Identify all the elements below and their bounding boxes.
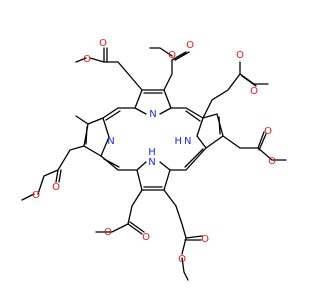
oxygen-atom-12: O: [104, 227, 112, 238]
oxygen-atom-13: O: [201, 234, 209, 245]
oxygen-atom-3: O: [186, 40, 194, 51]
nitrogen-h-atom-bottom: N: [148, 157, 155, 168]
oxygen-atom-9: O: [52, 182, 60, 193]
oxygen-atom-5: O: [236, 50, 244, 61]
oxygen-atom-4: O: [168, 50, 176, 61]
bond-network: [21, 47, 287, 281]
hydrogen-atom-bottom: H: [148, 147, 156, 158]
oxygen-atom-10: O: [32, 190, 40, 201]
oxygen-atom-6: O: [250, 86, 258, 97]
oxygen-atom-14: O: [178, 254, 186, 265]
atom-labels: N N H N N H O O O O O O O O O O O O O O: [32, 38, 276, 265]
oxygen-atom-7: O: [264, 126, 272, 137]
porphyrin-structure-diagram: N N H N N H O O O O O O O O O O O O O O: [21, 38, 287, 281]
oxygen-atom-2: O: [83, 54, 91, 65]
oxygen-atom-8: O: [268, 156, 276, 167]
nitrogen-h-atom-right: H N: [175, 136, 192, 147]
nitrogen-atom-left: N: [107, 136, 114, 147]
oxygen-atom-1: O: [99, 38, 107, 49]
oxygen-atom-11: O: [142, 232, 150, 243]
nitrogen-atom-top: N: [149, 109, 156, 120]
